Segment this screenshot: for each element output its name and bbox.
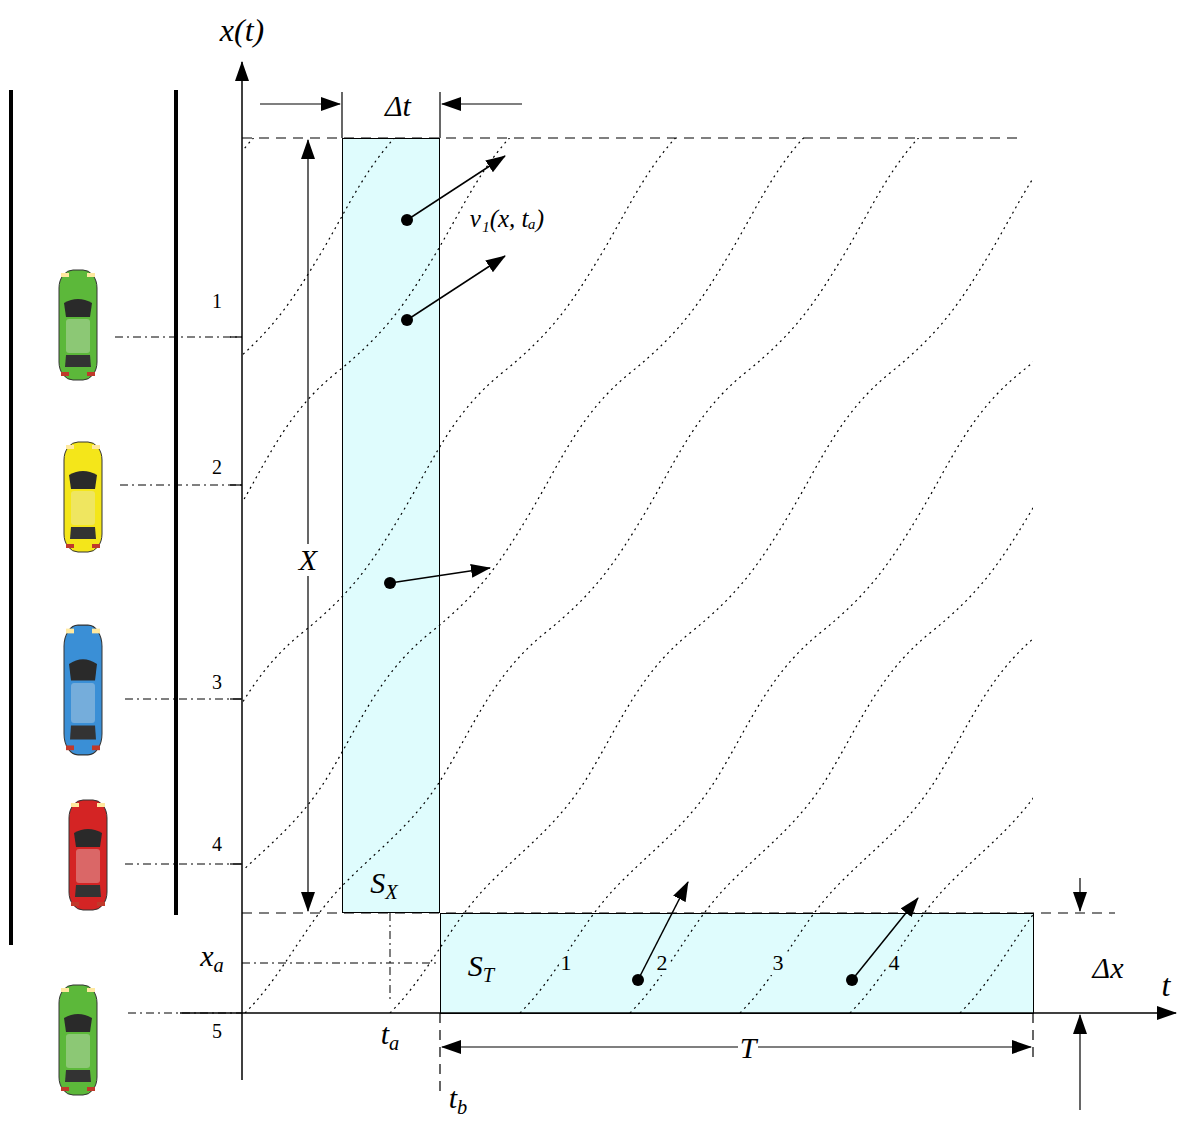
- symbol-base: S: [370, 866, 385, 899]
- dimension-label: Δx: [1091, 952, 1126, 984]
- dimension-label: Δt: [383, 90, 413, 122]
- vehicle-number: 5: [210, 1020, 224, 1042]
- dimension-label: T: [738, 1032, 759, 1064]
- position-label: xa: [198, 940, 226, 977]
- crossing-number: 2: [655, 951, 670, 975]
- symbol-base: t: [449, 1081, 457, 1114]
- crossing-number: 1: [559, 951, 574, 975]
- vehicle-number: 2: [210, 456, 224, 478]
- crossing-number: 4: [887, 951, 902, 975]
- crossing-number: 3: [771, 951, 786, 975]
- shaded-region: ST: [440, 913, 1034, 1014]
- vehicle-number: 4: [210, 833, 224, 855]
- symbol-subscript: X: [385, 881, 397, 903]
- shaded-region: SX: [342, 138, 440, 913]
- symbol-base: x: [200, 939, 213, 972]
- region-label: SX: [370, 868, 397, 903]
- symbol-subscript: a: [389, 1032, 399, 1054]
- region-label: ST: [468, 951, 494, 986]
- symbol-base: S: [468, 949, 483, 982]
- symbol-subscript: a: [214, 954, 224, 976]
- vehicle-number: 3: [210, 671, 224, 693]
- symbol-subscript: b: [457, 1096, 467, 1118]
- symbol-subscript: T: [483, 964, 494, 986]
- axis-label: t: [1160, 968, 1173, 1002]
- velocity-label: v₁(x, tₐ): [468, 205, 546, 232]
- dimension-label: X: [297, 544, 319, 576]
- axis-label: x(t): [218, 13, 266, 47]
- symbol-base: t: [381, 1017, 389, 1050]
- time-label: ta: [379, 1018, 402, 1055]
- time-label: tb: [447, 1082, 470, 1119]
- vehicle-number: 1: [210, 290, 224, 312]
